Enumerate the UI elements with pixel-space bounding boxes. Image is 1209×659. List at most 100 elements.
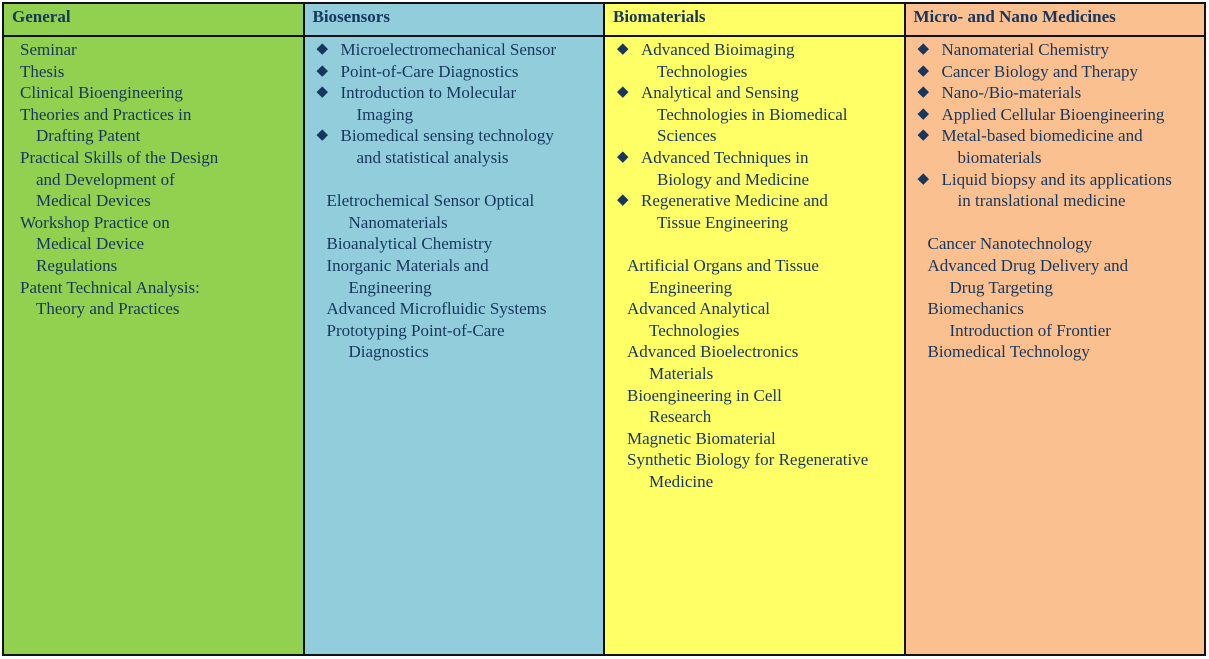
diamond-bullet-icon: ◆ (917, 170, 930, 187)
course-item: ◆ Microelectromechanical Sensor (316, 39, 604, 61)
course-item-line: Technologies (657, 61, 748, 81)
course-item-line: Technologies (649, 320, 740, 340)
course-item-line: and statistical analysis (356, 147, 509, 167)
column-body: ◆ Microelectromechanical Sensor ◆ Point-of-… (305, 37, 604, 363)
course-item-line: Nano-/Bio-materials (941, 83, 1082, 103)
course-item-line: Biomechanics (927, 299, 1024, 319)
course-item-line: Biomedical Technology (927, 342, 1090, 362)
diamond-bullet-icon: ◆ (917, 84, 930, 101)
column-header: Biosensors (304, 4, 603, 37)
course-item-line: Seminar (20, 40, 77, 59)
course-item-line: Medical Devices (36, 191, 151, 211)
course-item-line: Prototyping Point-of-Care (326, 320, 505, 340)
course-item-line: Technologies in Biomedical (657, 104, 848, 124)
course-item: ◆Cancer Biology and Therapy (917, 61, 1205, 83)
spacer (920, 212, 1205, 234)
course-item-line: Advanced Techniques in (641, 147, 809, 167)
course-item: Seminar (20, 39, 303, 61)
course-item-line: Regulations (36, 255, 118, 275)
course-item-line: Metal-based biomedicine and (941, 126, 1143, 146)
course-item-line: Drafting Patent (36, 126, 141, 146)
course-item-line: Practical Skills of the Design (20, 147, 219, 167)
course-item-line: in translational medicine (957, 191, 1126, 211)
column-nano: Micro- and Nano Medicines ◆ Nanomaterial C… (905, 4, 1205, 654)
course-item: ◆ Point-of-Care Diagnostics (316, 61, 604, 83)
course-item-line: Materials (649, 363, 714, 383)
course-item-line: Regenerative Medicine and (641, 191, 828, 211)
course-item-line: Bioanalytical Chemistry (326, 234, 493, 254)
course-item-line: Cancer Nanotechnology (927, 234, 1093, 254)
diamond-bullet-icon: ◆ (917, 62, 930, 79)
course-item-line: Microelectromechanical Sensor (340, 40, 557, 59)
course-item-line: Inorganic Materials and (326, 255, 489, 275)
course-item-line: Applied Cellular Bioengineering (941, 104, 1165, 124)
column-biosensors: Biosensors ◆ Microelectromechanical Sensor… (304, 4, 605, 654)
course-item: Magnetic Biomaterial (619, 428, 904, 450)
course-item-line: Diagnostics (348, 342, 429, 362)
column-header: Biomaterials (605, 4, 904, 37)
diamond-bullet-icon: ◆ (617, 148, 629, 165)
course-item-line: Theory and Practices (36, 299, 180, 319)
course-item-line: Introduction to Molecular (340, 83, 517, 103)
course-item-line: Medicine (649, 471, 714, 491)
course-item: Patent Technical Analysis:Theory and Pra… (20, 277, 303, 320)
column-header: Micro- and Nano Medicines (905, 4, 1204, 37)
course-item-line: biomaterials (957, 147, 1042, 167)
course-item-line: Magnetic Biomaterial (627, 428, 776, 448)
course-item-line: Advanced Bioelectronics (627, 342, 799, 362)
diamond-bullet-icon: ◆ (617, 192, 629, 209)
course-item-line: Advanced Microfluidic Systems (326, 299, 547, 319)
course-item-line: Engineering (348, 277, 432, 297)
course-item-line: Patent Technical Analysis: (20, 277, 200, 297)
course-item-line: Drug Targeting (949, 277, 1053, 297)
course-item: ◆ Nano-/Bio-materials (917, 82, 1205, 104)
course-item-line: Nanomaterial Chemistry (941, 40, 1110, 59)
course-item-line: Thesis (20, 61, 65, 81)
course-item-line: Bioengineering in Cell (627, 385, 782, 405)
course-item-line: Point-of-Care Diagnostics (340, 61, 519, 81)
course-item: ◆Applied Cellular Bioengineering (918, 104, 1205, 126)
course-item-line: Theories and Practices in (20, 104, 192, 124)
course-item-line: Introduction of Frontier (949, 320, 1111, 340)
diamond-bullet-icon: ◆ (316, 84, 329, 101)
course-item-line: Nanomaterials (348, 212, 448, 232)
course-item-line: Synthetic Biology for Regenerative (627, 450, 869, 470)
diamond-bullet-icon: ◆ (316, 41, 329, 57)
course-item: Thesis (20, 61, 303, 83)
diamond-bullet-icon: ◆ (316, 62, 329, 79)
diamond-bullet-icon: ◆ (917, 41, 930, 57)
diamond-bullet-icon: ◆ (617, 41, 629, 57)
diamond-bullet-icon: ◆ (617, 84, 629, 101)
course-item: Clinical Bioengineering (20, 82, 303, 104)
course-item-line: Advanced Analytical (627, 299, 771, 319)
course-item-line: Artificial Organs and Tissue (627, 255, 819, 275)
course-item-line: and Development of (36, 169, 175, 189)
course-item-line: Workshop Practice on (20, 212, 170, 232)
course-item-line: Advanced Drug Delivery and (927, 255, 1129, 275)
course-item-line: Engineering (649, 277, 733, 297)
column-header: General (4, 4, 303, 37)
course-item-line: Research (649, 407, 712, 427)
course-item-line: Liquid biopsy and its applications (941, 169, 1172, 189)
diamond-bullet-icon: ◆ (316, 127, 329, 144)
course-item-line: Biology and Medicine (657, 169, 810, 189)
course-item: Bioanalytical Chemistry (319, 233, 604, 255)
